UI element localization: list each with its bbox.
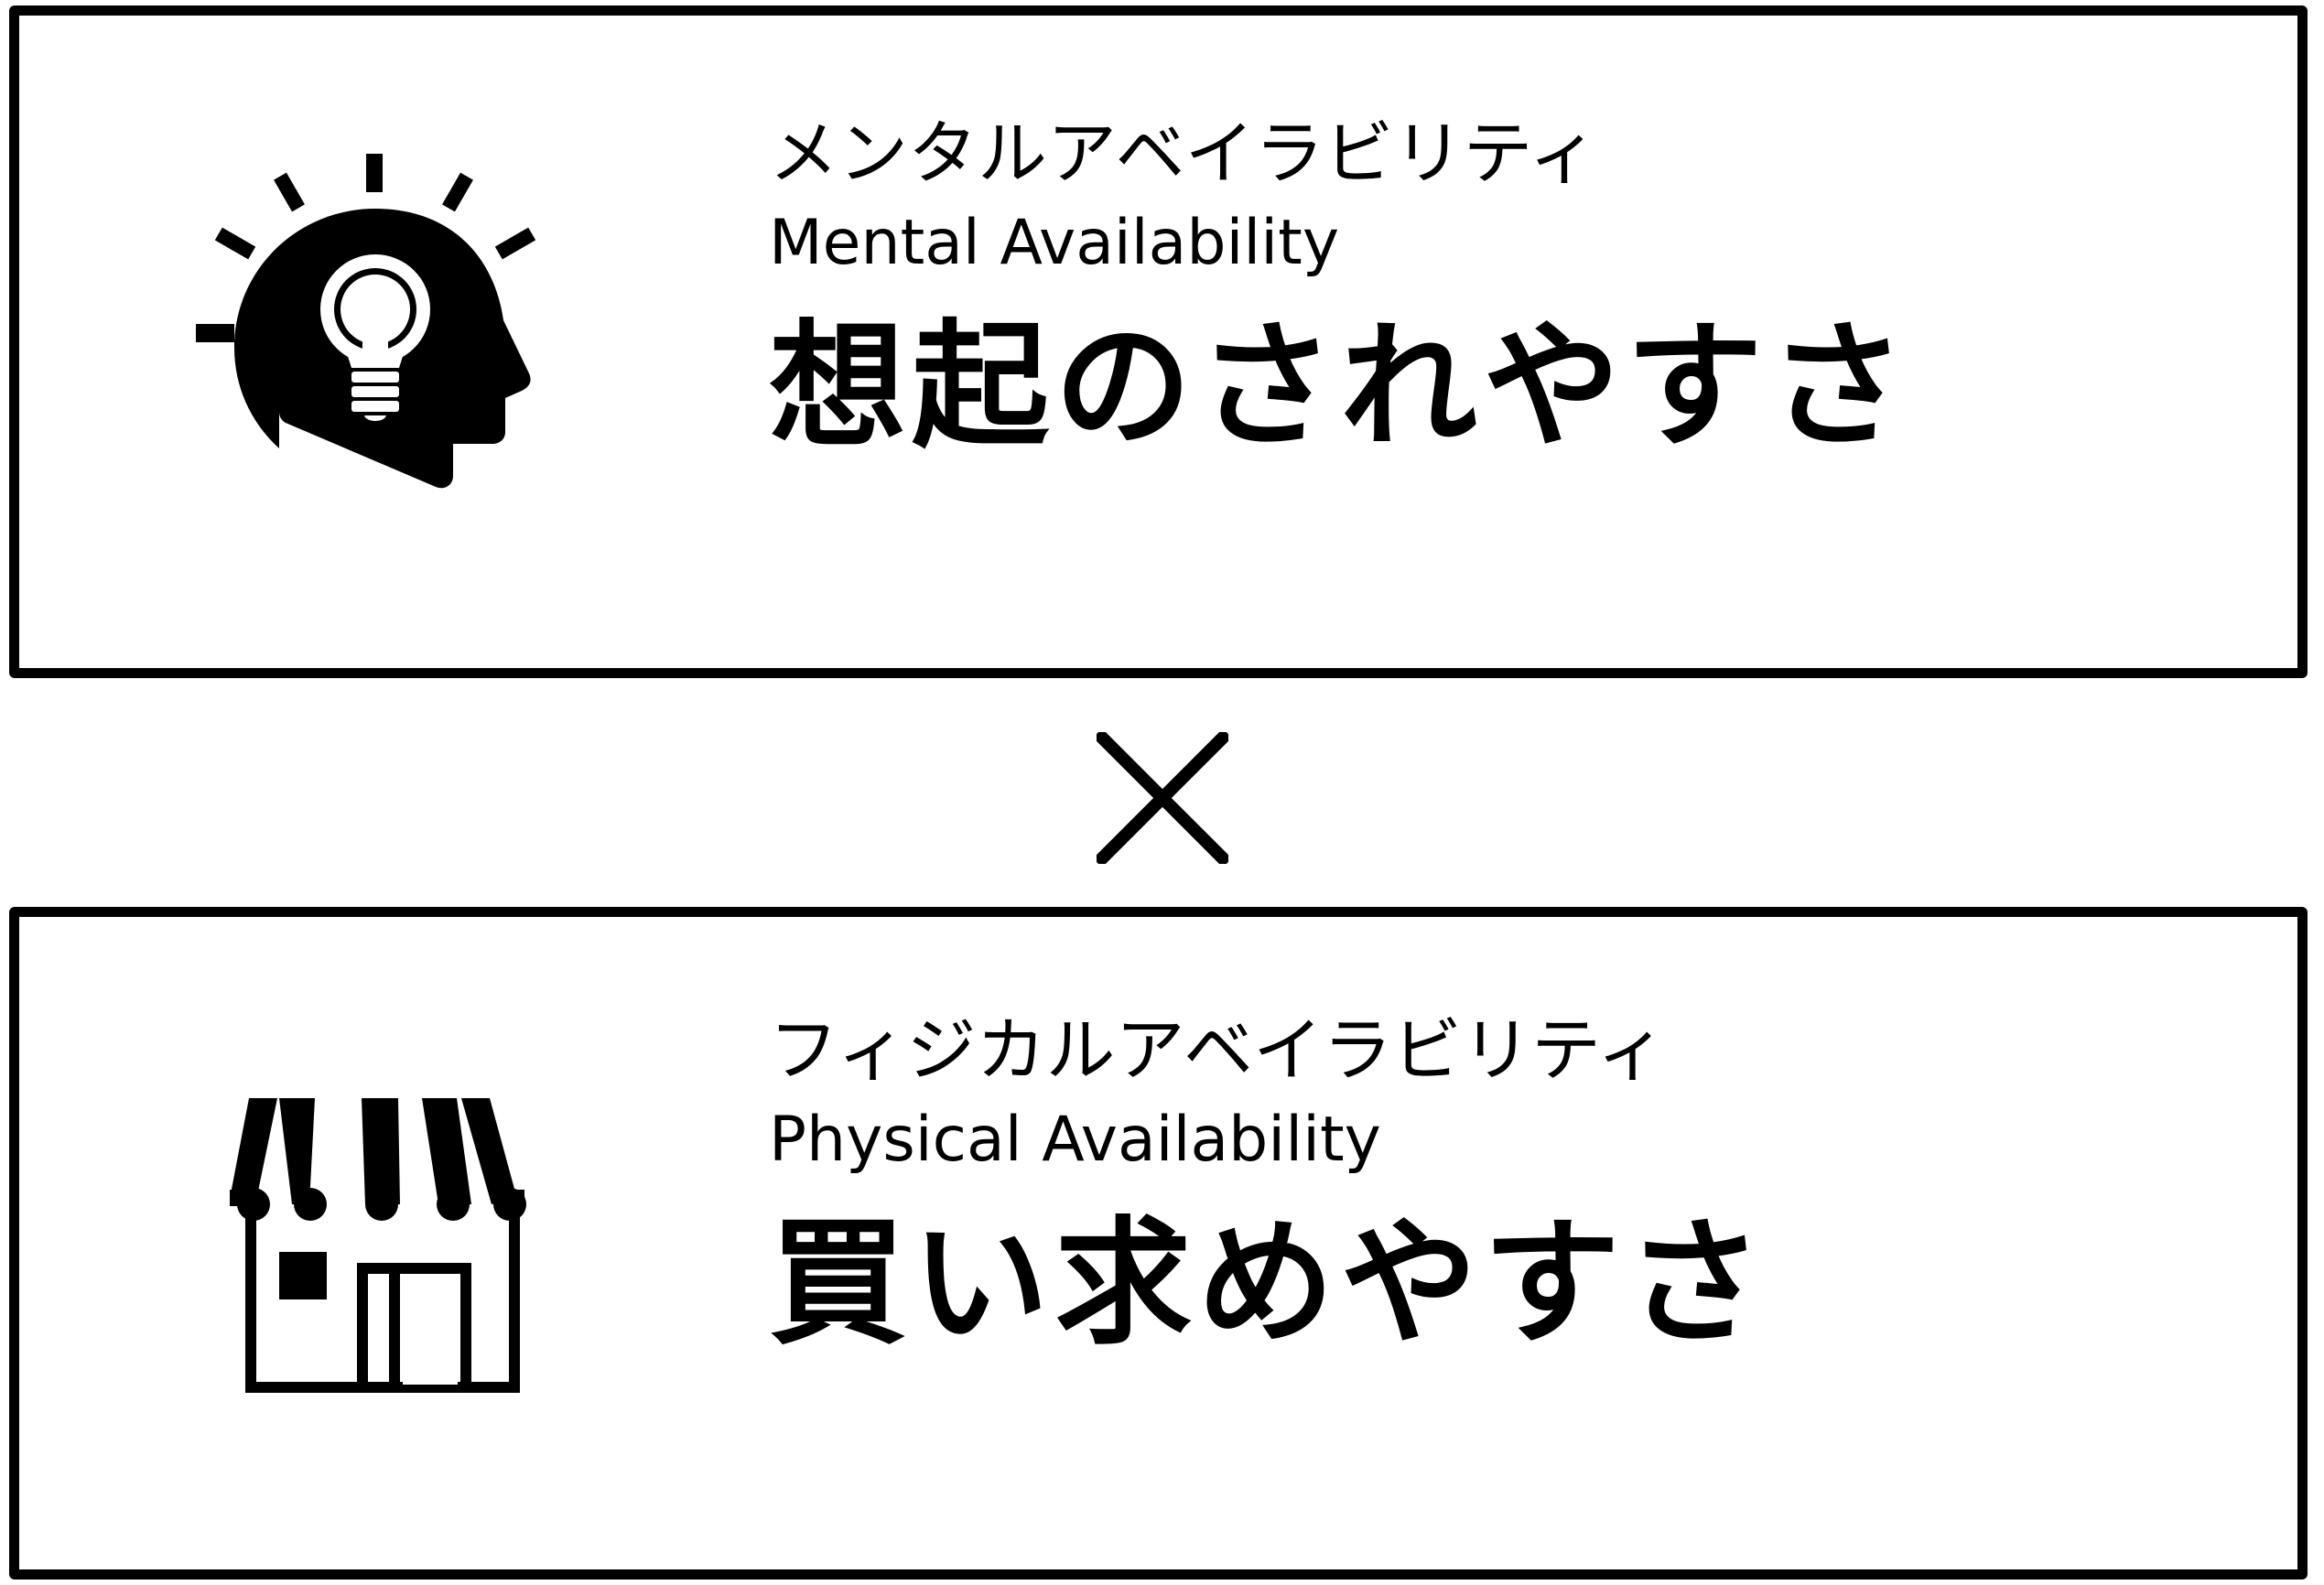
mental-japanese-heading: 想起のされやすさ (769, 307, 1912, 467)
times-icon (1097, 732, 1228, 864)
physical-kana-label: フィジカルアベイラビリティ (769, 1009, 1667, 1091)
mental-kana-label: メンタルアベイラビリティ (769, 113, 1598, 194)
physical-english-label: Physical Availability (769, 1104, 1381, 1176)
storefront-icon (230, 1098, 526, 1393)
physical-availability-panel (9, 907, 2308, 1580)
physical-text-block: フィジカルアベイラビリティ Physical Availability 買い求め… (769, 1016, 1768, 1353)
lightbulb-head-icon (196, 154, 536, 490)
mental-text-block: メンタルアベイラビリティ Mental Availability 想起のされやす… (769, 113, 1912, 467)
mental-english-label: Mental Availability (769, 207, 1340, 279)
physical-japanese-heading: 買い求めやすさ (769, 1204, 1769, 1364)
